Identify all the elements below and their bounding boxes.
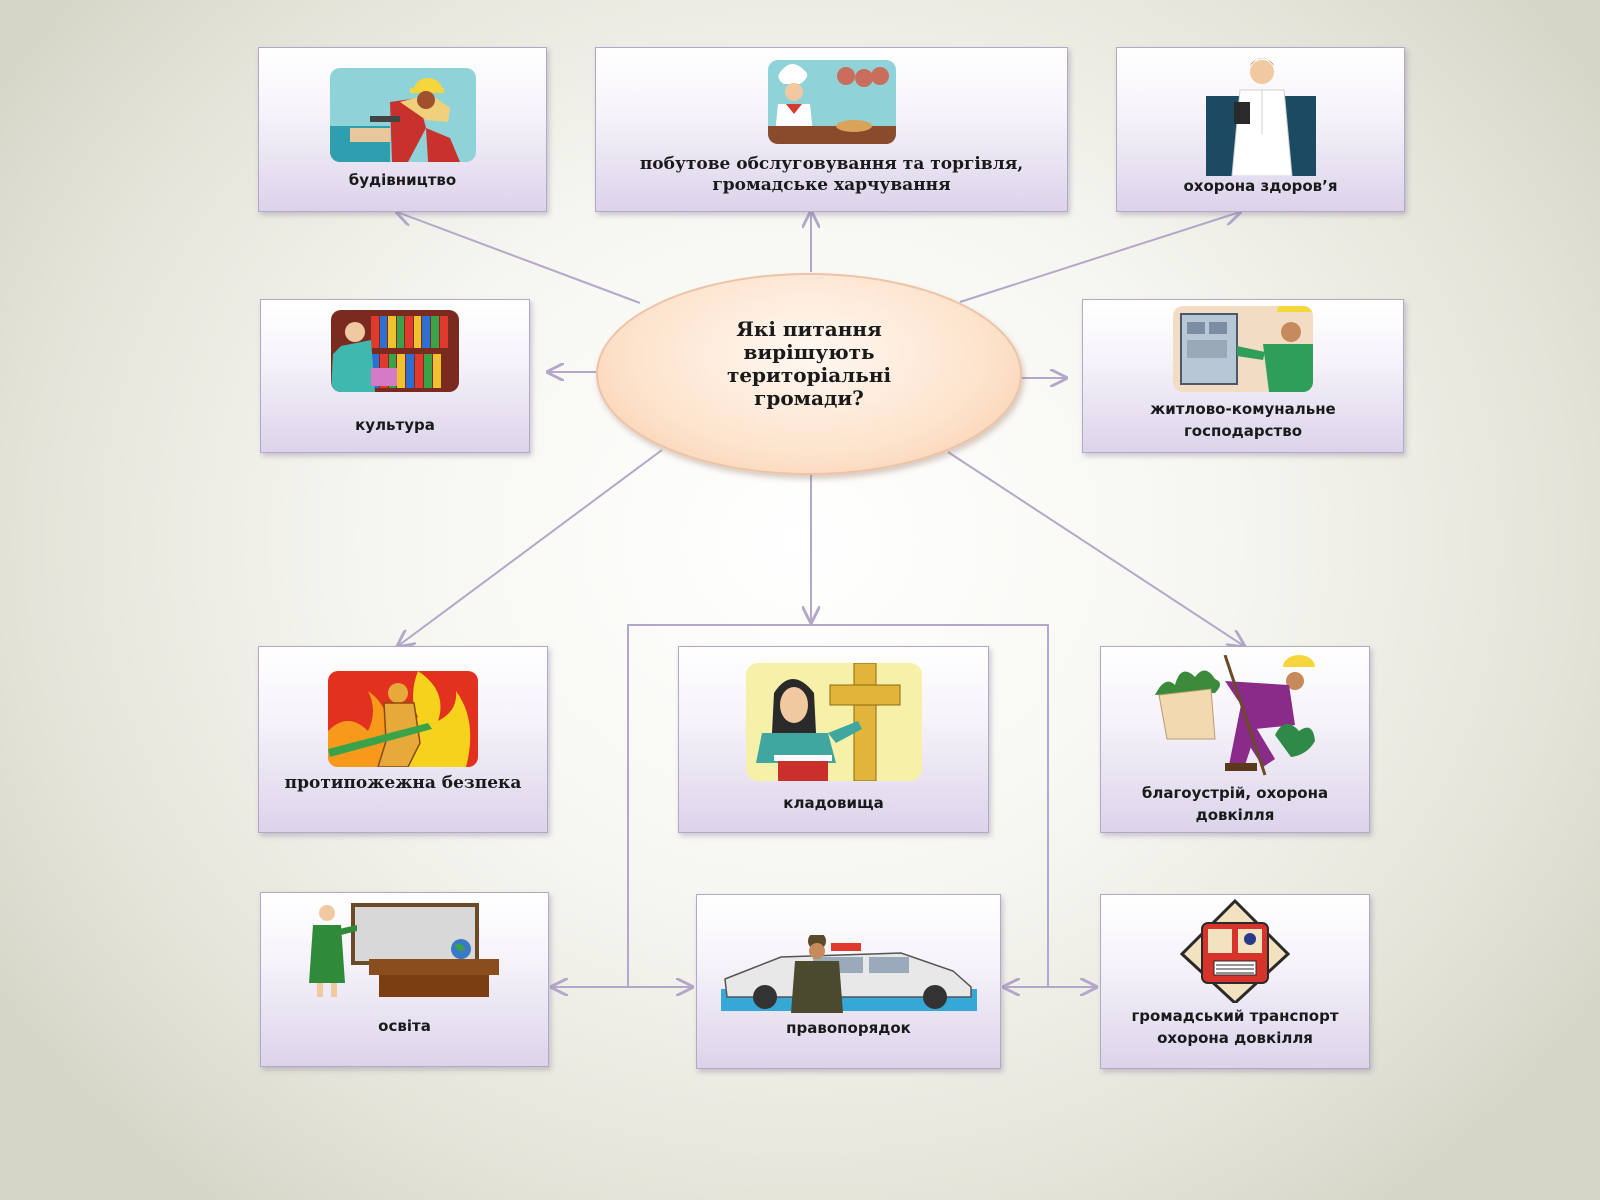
label-landscaping: благоустрій, охорона довкілля	[1141, 784, 1329, 824]
label-education: освіта	[378, 1017, 431, 1035]
label-culture: культура	[355, 416, 435, 434]
label-transport: громадський транспорт охорона довкілля	[1131, 1007, 1339, 1047]
label-cemeteries: кладовища	[783, 794, 884, 812]
label-construction: будівництво	[348, 171, 457, 189]
box-education: освіта	[260, 892, 549, 1067]
label-law: правопорядок	[786, 1019, 911, 1037]
arrow-to-construction	[397, 212, 641, 304]
box-health: охорона здоров’я	[1116, 47, 1405, 212]
utility-worker-icon	[1173, 306, 1313, 392]
construction-worker-icon	[329, 68, 476, 162]
label-fire: протипожежна безпека	[284, 773, 522, 793]
box-housing: житлово-комунальне господарство	[1082, 299, 1404, 453]
box-construction: будівництво	[258, 47, 547, 212]
box-law: правопорядок	[696, 894, 1001, 1069]
central-question: Які питання вирішують територіальні гром…	[726, 317, 892, 410]
arrow-to-fire	[398, 449, 663, 646]
bus-icon	[1180, 899, 1290, 1003]
label-housing: житлово-комунальне господарство	[1150, 400, 1336, 440]
priest-cross-icon	[745, 663, 922, 781]
label-services: побутове обслуговування та торгівля, гро…	[639, 154, 1024, 195]
box-culture: культура	[260, 299, 530, 453]
box-transport: громадський транспорт охорона довкілля	[1100, 894, 1370, 1069]
box-services: побутове обслуговування та торгівля, гро…	[595, 47, 1068, 212]
doctor-icon	[1205, 54, 1316, 176]
arrow-to-health	[959, 212, 1240, 303]
teacher-icon	[305, 899, 505, 999]
firefighter-icon	[328, 671, 478, 767]
library-icon	[331, 310, 459, 392]
bracket-line	[627, 624, 1049, 987]
box-cemeteries: кладовища	[678, 646, 989, 833]
box-fire: протипожежна безпека	[258, 646, 548, 833]
police-car-icon	[720, 935, 977, 1013]
arrow-to-landscaping	[947, 451, 1244, 646]
box-landscaping: благоустрій, охорона довкілля	[1100, 646, 1370, 833]
gardener-icon	[1145, 655, 1325, 779]
chef-icon	[767, 60, 896, 144]
central-question-ellipse: Які питання вирішують територіальні гром…	[596, 273, 1022, 475]
label-health: охорона здоров’я	[1183, 177, 1338, 195]
